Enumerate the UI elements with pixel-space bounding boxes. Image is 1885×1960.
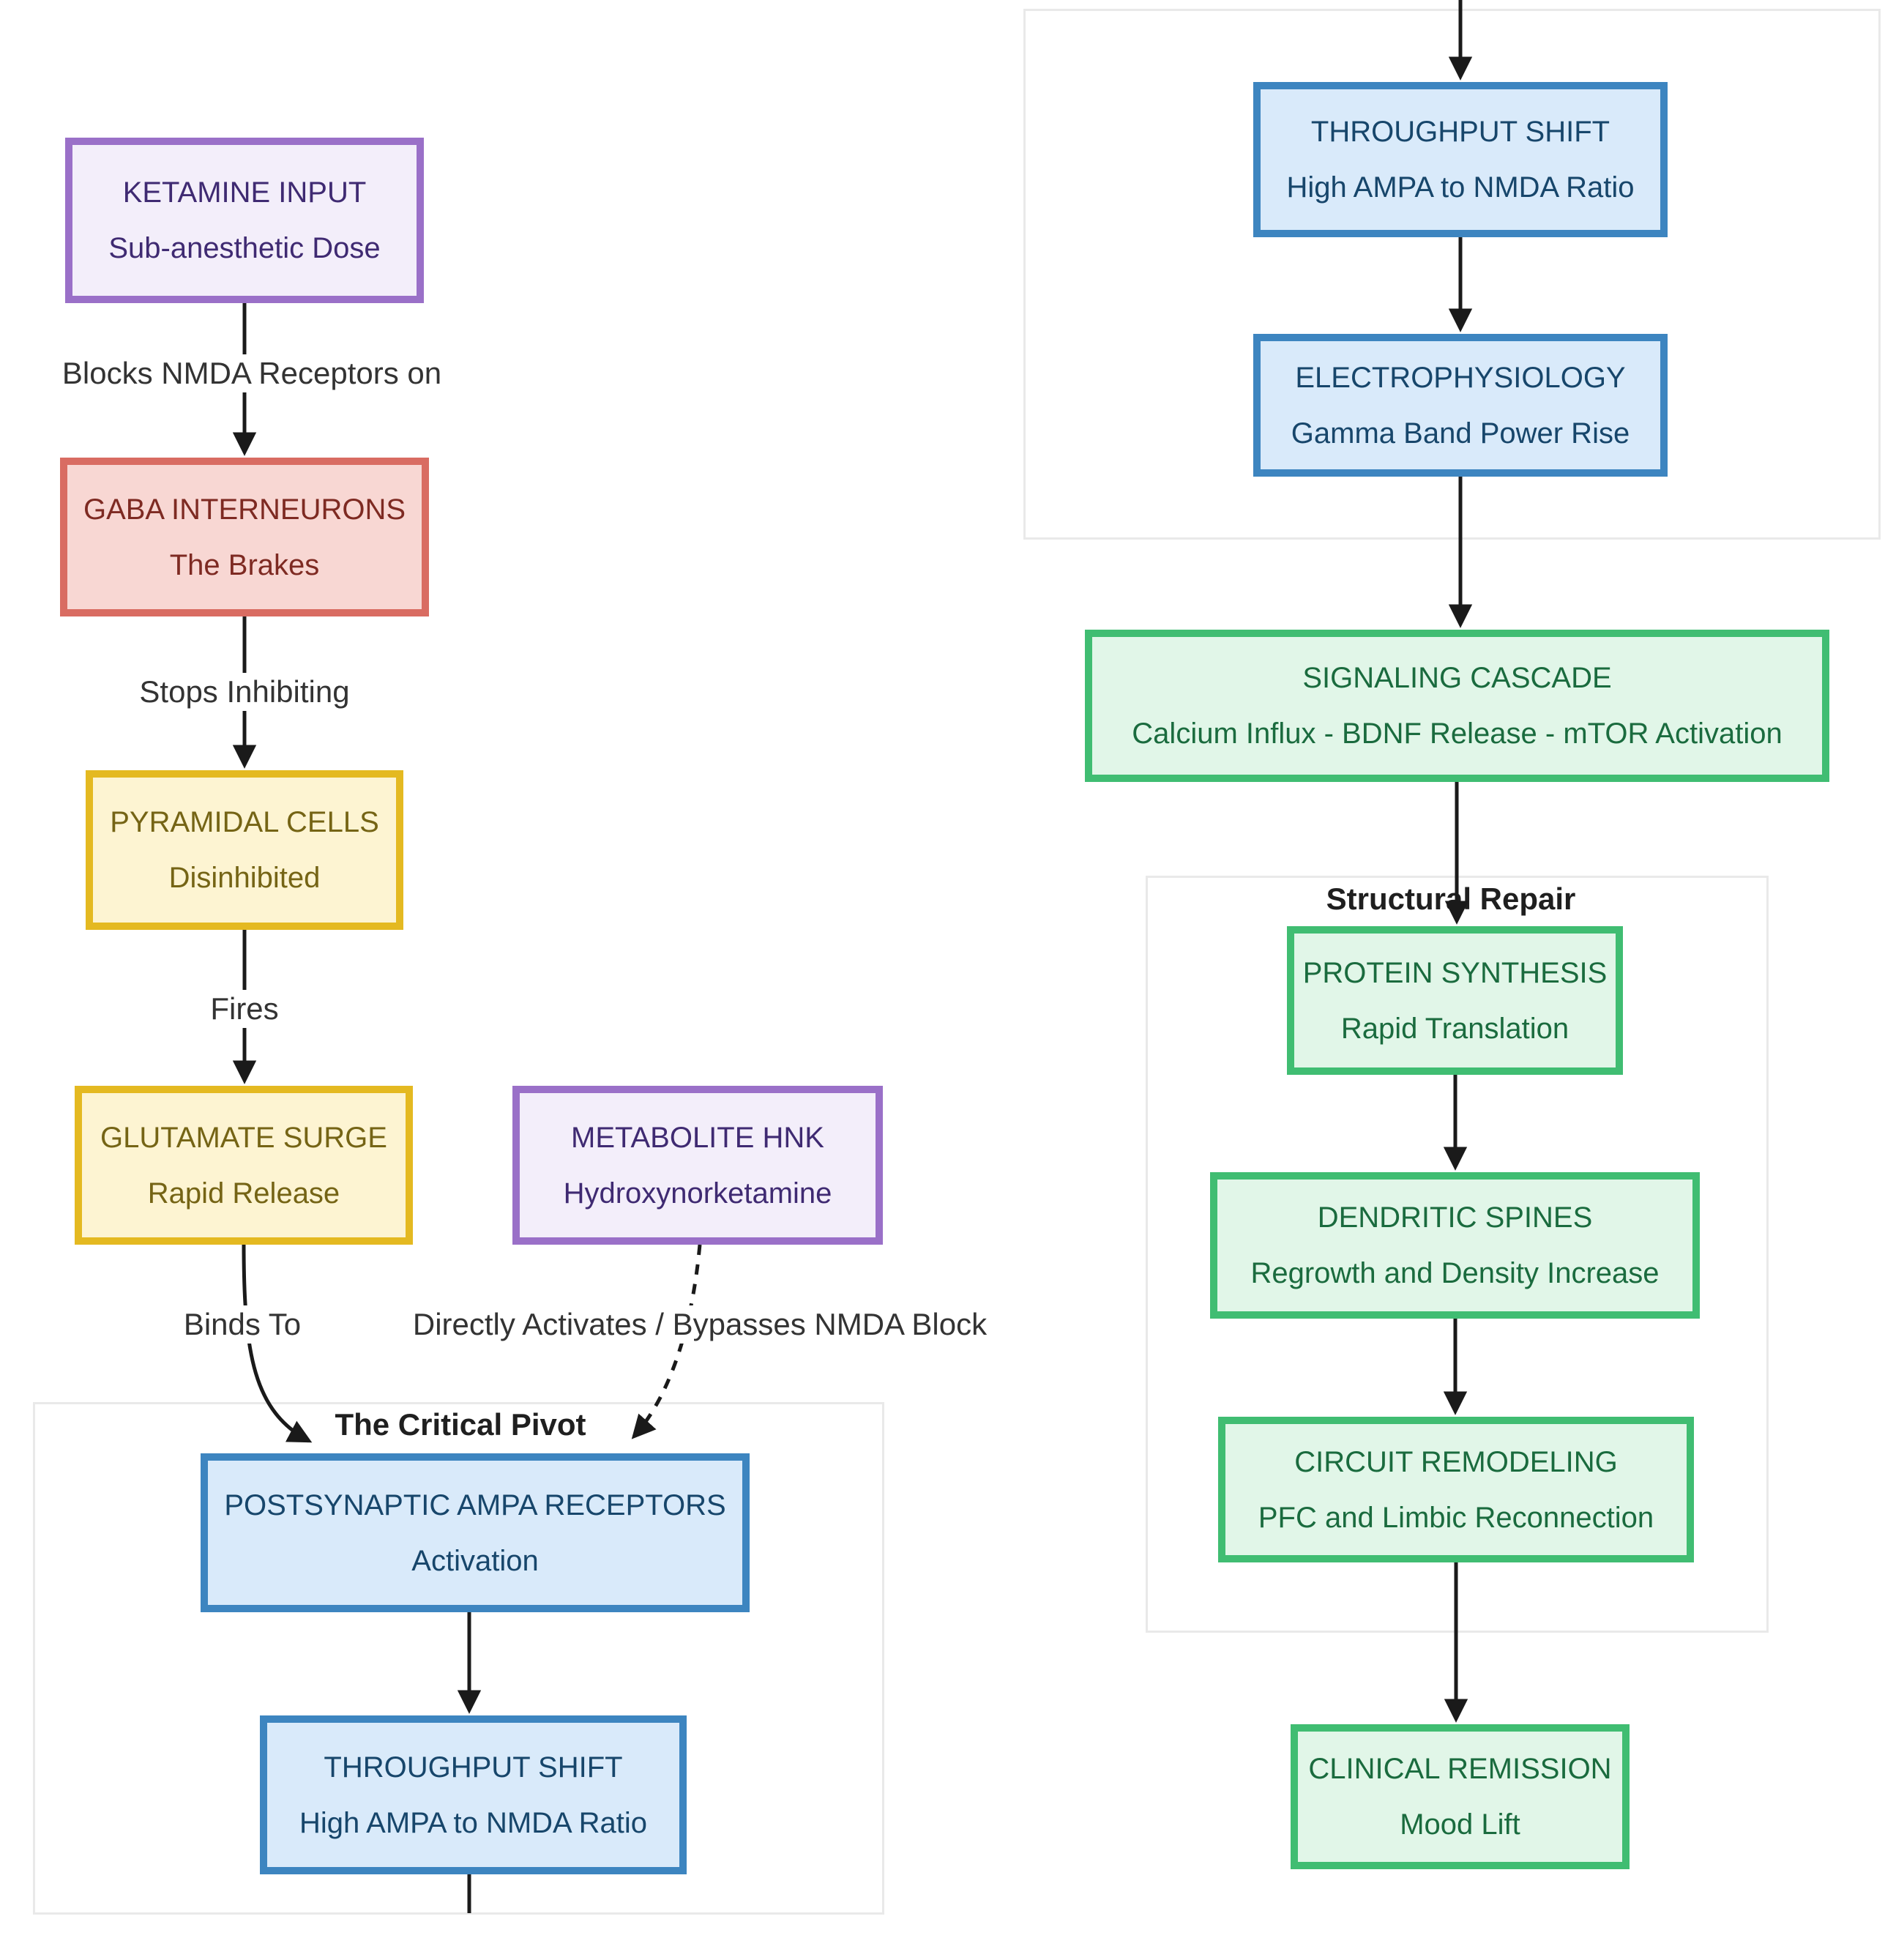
node-subtitle: Calcium Influx - BDNF Release - mTOR Act… (1132, 718, 1783, 750)
edge-label-directly-activates: Directly Activates / Bypasses NMDA Block (405, 1305, 995, 1344)
node-throughput-shift-left: THROUGHPUT SHIFT High AMPA to NMDA Ratio (260, 1715, 687, 1874)
edge-label-binds-to: Binds To (176, 1305, 309, 1344)
node-subtitle: Rapid Translation (1340, 1012, 1569, 1045)
node-clinical-remission: CLINICAL REMISSION Mood Lift (1291, 1724, 1630, 1869)
node-subtitle: Sub-anesthetic Dose (108, 232, 381, 264)
node-protein-synthesis: PROTEIN SYNTHESIS Rapid Translation (1287, 926, 1623, 1075)
node-subtitle: Gamma Band Power Rise (1291, 417, 1630, 450)
node-electrophysiology: ELECTROPHYSIOLOGY Gamma Band Power Rise (1253, 334, 1668, 477)
node-title: POSTSYNAPTIC AMPA RECEPTORS (224, 1488, 726, 1521)
node-title: ELECTROPHYSIOLOGY (1295, 361, 1626, 394)
node-glutamate-surge: GLUTAMATE SURGE Rapid Release (75, 1086, 413, 1245)
node-title: GLUTAMATE SURGE (100, 1121, 387, 1154)
node-title: METABOLITE HNK (571, 1121, 824, 1154)
node-gaba-interneurons: GABA INTERNEURONS The Brakes (60, 458, 429, 616)
node-title: PYRAMIDAL CELLS (110, 806, 379, 838)
node-title: PROTEIN SYNTHESIS (1302, 956, 1608, 989)
node-signaling-cascade: SIGNALING CASCADE Calcium Influx - BDNF … (1085, 630, 1829, 782)
edge-label-fires: Fires (203, 990, 286, 1028)
node-title: CIRCUIT REMODELING (1294, 1445, 1618, 1478)
node-throughput-shift-right: THROUGHPUT SHIFT High AMPA to NMDA Ratio (1253, 82, 1668, 237)
node-subtitle: High AMPA to NMDA Ratio (299, 1806, 647, 1839)
edge-glutamate-ampa (242, 1244, 313, 1443)
edge-label-stops-inhibiting: Stops Inhibiting (132, 673, 357, 711)
node-pyramidal-cells: PYRAMIDAL CELLS Disinhibited (86, 770, 403, 930)
node-title: GABA INTERNEURONS (83, 493, 406, 526)
node-title: THROUGHPUT SHIFT (324, 1751, 623, 1784)
node-title: THROUGHPUT SHIFT (1310, 116, 1610, 148)
edge-label-blocks-nmda: Blocks NMDA Receptors on (54, 354, 449, 392)
node-circuit-remodeling: CIRCUIT REMODELING PFC and Limbic Reconn… (1218, 1417, 1694, 1562)
node-title: SIGNALING CASCADE (1302, 662, 1612, 694)
node-subtitle: PFC and Limbic Reconnection (1258, 1501, 1654, 1534)
node-subtitle: Disinhibited (168, 862, 321, 894)
subgraph-label-critical-pivot: The Critical Pivot (335, 1407, 586, 1442)
edge-metabolite-ampa (631, 1244, 702, 1439)
node-title: KETAMINE INPUT (122, 176, 367, 209)
node-subtitle: Rapid Release (147, 1177, 340, 1210)
node-metabolite-hnk: METABOLITE HNK Hydroxynorketamine (512, 1086, 883, 1245)
node-subtitle: Hydroxynorketamine (563, 1177, 832, 1210)
node-subtitle: Mood Lift (1400, 1808, 1520, 1841)
node-title: CLINICAL REMISSION (1308, 1753, 1612, 1785)
node-subtitle: The Brakes (169, 548, 320, 581)
node-subtitle: Regrowth and Density Increase (1250, 1257, 1660, 1289)
node-subtitle: Activation (411, 1544, 539, 1577)
node-title: DENDRITIC SPINES (1317, 1201, 1593, 1234)
node-postsynaptic-ampa: POSTSYNAPTIC AMPA RECEPTORS Activation (201, 1453, 750, 1612)
node-subtitle: High AMPA to NMDA Ratio (1286, 171, 1635, 204)
node-ketamine-input: KETAMINE INPUT Sub-anesthetic Dose (65, 138, 424, 303)
node-dendritic-spines: DENDRITIC SPINES Regrowth and Density In… (1210, 1172, 1700, 1319)
